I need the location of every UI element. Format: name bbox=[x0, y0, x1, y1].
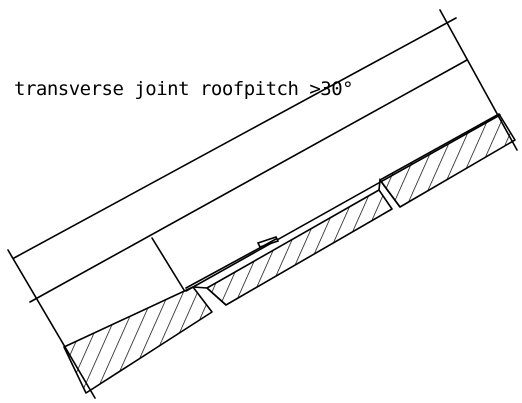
hatched-section-middle bbox=[206, 189, 393, 306]
joint-cover-strip bbox=[256, 236, 280, 248]
caption-text: transverse joint roofpitch >30° bbox=[14, 78, 354, 100]
hatched-section-right bbox=[379, 113, 516, 208]
roof-line-top bbox=[13, 17, 457, 259]
panel-boundary-line bbox=[151, 237, 185, 291]
joint-strip-line bbox=[185, 238, 277, 289]
roof-line-second bbox=[29, 59, 468, 303]
hatched-section-left bbox=[63, 286, 213, 394]
joint-gap-right bbox=[378, 177, 401, 208]
joint-gap-left bbox=[192, 286, 227, 306]
